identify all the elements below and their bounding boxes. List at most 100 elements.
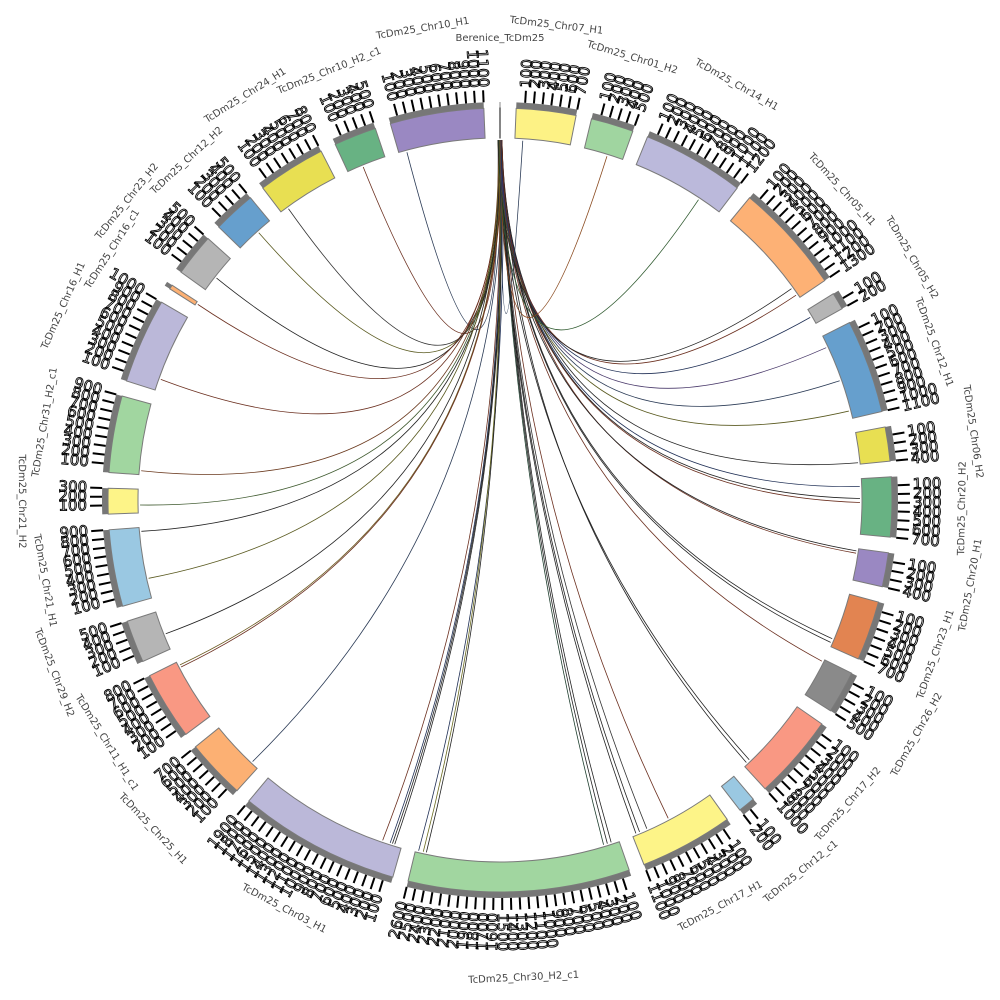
segment-axis-band — [765, 723, 827, 794]
segment-name-label: TcDm25_Chr31_H2_c1 — [30, 367, 60, 479]
segment-block — [635, 136, 738, 213]
tick-mark — [132, 316, 145, 324]
segment-block — [262, 150, 336, 213]
segment-axis-band — [164, 281, 173, 289]
tick-mark — [889, 578, 902, 583]
link-to-tcdm25-chr30-h2-c1 — [418, 139, 504, 851]
tick-mark — [429, 892, 434, 905]
segment-block — [744, 706, 823, 790]
tick-mark — [688, 138, 696, 151]
tick-mark — [319, 857, 327, 870]
tick-mark — [876, 627, 889, 634]
segment-block — [248, 777, 402, 878]
tick-label: 1000 — [463, 49, 483, 88]
tick-label: 400 — [913, 502, 942, 521]
tick-mark — [419, 97, 424, 110]
tick-label: 400 — [910, 447, 940, 468]
tick-mark — [193, 225, 205, 236]
segment-axis-band — [101, 488, 109, 515]
segment-axis-band — [885, 425, 897, 462]
tick-mark — [633, 113, 640, 126]
tick-mark — [870, 644, 883, 651]
tick-mark — [464, 91, 468, 104]
tick-mark — [369, 877, 376, 890]
tick-mark — [715, 833, 724, 845]
tick-label: 800 — [60, 531, 90, 552]
segment-block — [169, 284, 198, 306]
tick-label: 800 — [557, 906, 579, 937]
segment-block — [107, 487, 139, 515]
tick-label: 900 — [548, 908, 570, 939]
tick-mark — [94, 434, 108, 439]
tick-mark — [336, 864, 343, 877]
tick-mark — [866, 652, 879, 659]
tick-label: 1900 — [453, 911, 474, 951]
link-to-tcdm25-chr11-h1-c1 — [179, 139, 501, 666]
tick-mark — [288, 147, 297, 160]
tick-mark — [588, 887, 593, 900]
tick-mark — [804, 754, 816, 764]
tick-mark — [368, 110, 375, 123]
tick-mark — [810, 747, 821, 757]
segment-block — [514, 107, 577, 146]
tick-label: 300 — [913, 493, 942, 511]
tick-mark — [885, 397, 898, 403]
tick-mark — [352, 871, 359, 884]
tick-mark — [796, 226, 808, 237]
link-to-tcdm25-chr11-h1-c1 — [180, 139, 502, 668]
tick-mark — [180, 749, 192, 759]
tick-mark — [393, 103, 399, 116]
tick-label: 400 — [64, 567, 95, 590]
segment-axis-band — [499, 101, 501, 109]
tick-label: 1100 — [530, 910, 551, 950]
tick-label: 700 — [60, 540, 91, 561]
tick-mark — [536, 896, 540, 909]
tick-mark — [824, 262, 836, 271]
tick-mark — [165, 730, 177, 739]
tick-mark — [211, 782, 221, 793]
tick-mark — [567, 95, 572, 109]
segment-axis-band — [858, 602, 885, 662]
tick-label: 900 — [59, 522, 89, 542]
tick-mark — [846, 298, 859, 307]
tick-mark — [118, 349, 130, 356]
tick-mark — [111, 365, 124, 372]
tick-mark — [327, 861, 335, 873]
tick-mark — [361, 874, 368, 887]
tick-mark — [295, 845, 304, 857]
tick-mark — [171, 253, 182, 263]
tick-mark — [98, 416, 111, 421]
link-to-tcdm25-chr17-h1 — [500, 139, 669, 819]
link-to-tcdm25-chr03-h1 — [382, 139, 501, 841]
link-to-tcdm25-chr07-h1 — [500, 140, 524, 314]
tick-mark — [887, 406, 900, 412]
segment-block — [822, 321, 883, 419]
tick-label: 1800 — [463, 912, 483, 951]
segment-name-label: Berenice_TcDm25 — [456, 33, 545, 44]
tick-mark — [273, 157, 282, 169]
tick-label: 2100 — [434, 908, 457, 948]
segment-block — [720, 775, 754, 811]
segment-axis-band — [516, 102, 578, 116]
tick-mark — [446, 93, 450, 106]
tick-label: 1000 — [539, 909, 561, 949]
tick-mark — [656, 123, 664, 136]
segment-axis-band — [144, 675, 186, 738]
tick-mark — [438, 893, 443, 906]
tick-mark — [100, 589, 113, 595]
link-to-tcdm25-chr03-h1 — [392, 139, 502, 844]
link-to-tcdm25-chr17-h2 — [497, 139, 750, 761]
tick-mark — [887, 587, 901, 592]
tick-mark — [553, 894, 558, 907]
segment-name-label: TcDm25_Chr21_H1 — [31, 532, 58, 628]
tick-mark — [428, 95, 433, 109]
segment-name-label: TcDm25_Chr12_c1 — [761, 839, 840, 906]
segment-block — [855, 426, 891, 465]
tick-mark — [835, 713, 847, 722]
link-to-tcdm25-chr05-h1 — [497, 139, 792, 362]
tick-mark — [868, 346, 881, 353]
segment-axis-band — [190, 746, 237, 796]
tick-label: 800 — [444, 60, 465, 90]
tick-mark — [865, 337, 878, 345]
